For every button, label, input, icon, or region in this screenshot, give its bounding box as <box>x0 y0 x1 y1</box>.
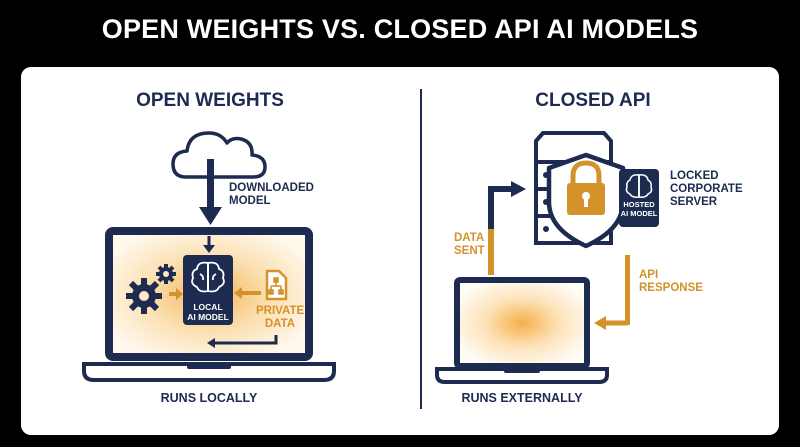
input-arrow-icon <box>203 236 215 253</box>
gears-arrow-icon <box>169 288 183 300</box>
download-arrow-icon <box>199 159 222 225</box>
local-ai-chip-label: LOCAL AI MODEL <box>183 302 233 322</box>
data-sent-label: DATA SENT <box>454 232 485 258</box>
private-data-arrow-icon <box>234 287 261 299</box>
api-response-label: API RESPONSE <box>639 269 703 295</box>
locked-server-label: LOCKED CORPORATE SERVER <box>670 170 743 209</box>
brain-icon <box>191 261 225 293</box>
hosted-chip-line-2: AI MODEL <box>620 209 658 218</box>
brain-icon <box>625 174 653 198</box>
private-label-line-2: DATA <box>264 318 296 330</box>
gears-icon <box>126 264 176 314</box>
server-label-line-1: LOCKED <box>670 170 719 182</box>
local-chip-line-1: LOCAL <box>193 302 223 312</box>
api-response-line-1: API <box>639 269 659 281</box>
data-sent-arrow-icon <box>488 181 526 275</box>
data-sent-line-1: DATA <box>454 232 485 244</box>
private-label-line-1: PRIVATE <box>256 305 305 317</box>
local-ai-chip <box>183 255 233 325</box>
hosted-ai-chip-label: HOSTED AI MODEL <box>619 200 659 218</box>
runs-externally-caption: RUNS EXTERNALLY <box>461 391 583 405</box>
private-data-document-icon <box>265 269 288 301</box>
hosted-chip-line-1: HOSTED <box>623 200 655 209</box>
api-response-line-2: RESPONSE <box>639 282 703 294</box>
server-label-line-2: CORPORATE <box>670 183 743 195</box>
downloaded-model-label: DOWNLOADED MODEL <box>229 182 314 208</box>
server-label-line-3: SERVER <box>670 196 718 208</box>
center-divider <box>420 89 422 409</box>
cloud-icon <box>171 131 267 179</box>
api-response-arrow-icon <box>594 255 630 330</box>
downloaded-label-line-2: MODEL <box>229 195 271 207</box>
diagram-art <box>82 131 659 384</box>
closed-api-heading: CLOSED API <box>535 90 651 111</box>
hosted-ai-chip <box>619 169 659 227</box>
comparison-panel: OPEN WEIGHTS DOWNLOADED MODEL LOCAL AI M… <box>21 67 779 435</box>
open-weights-heading: OPEN WEIGHTS <box>136 90 284 111</box>
private-data-label: PRIVATE DATA <box>256 305 304 331</box>
page-title: OPEN WEIGHTS VS. CLOSED API AI MODELS <box>101 14 699 44</box>
local-chip-line-2: AI MODEL <box>187 312 229 322</box>
laptop-right <box>435 277 609 384</box>
output-loop-arrow-icon <box>213 335 278 345</box>
runs-locally-caption: RUNS LOCALLY <box>160 391 258 405</box>
data-sent-line-2: SENT <box>454 245 485 257</box>
downloaded-label-line-1: DOWNLOADED <box>229 182 314 194</box>
